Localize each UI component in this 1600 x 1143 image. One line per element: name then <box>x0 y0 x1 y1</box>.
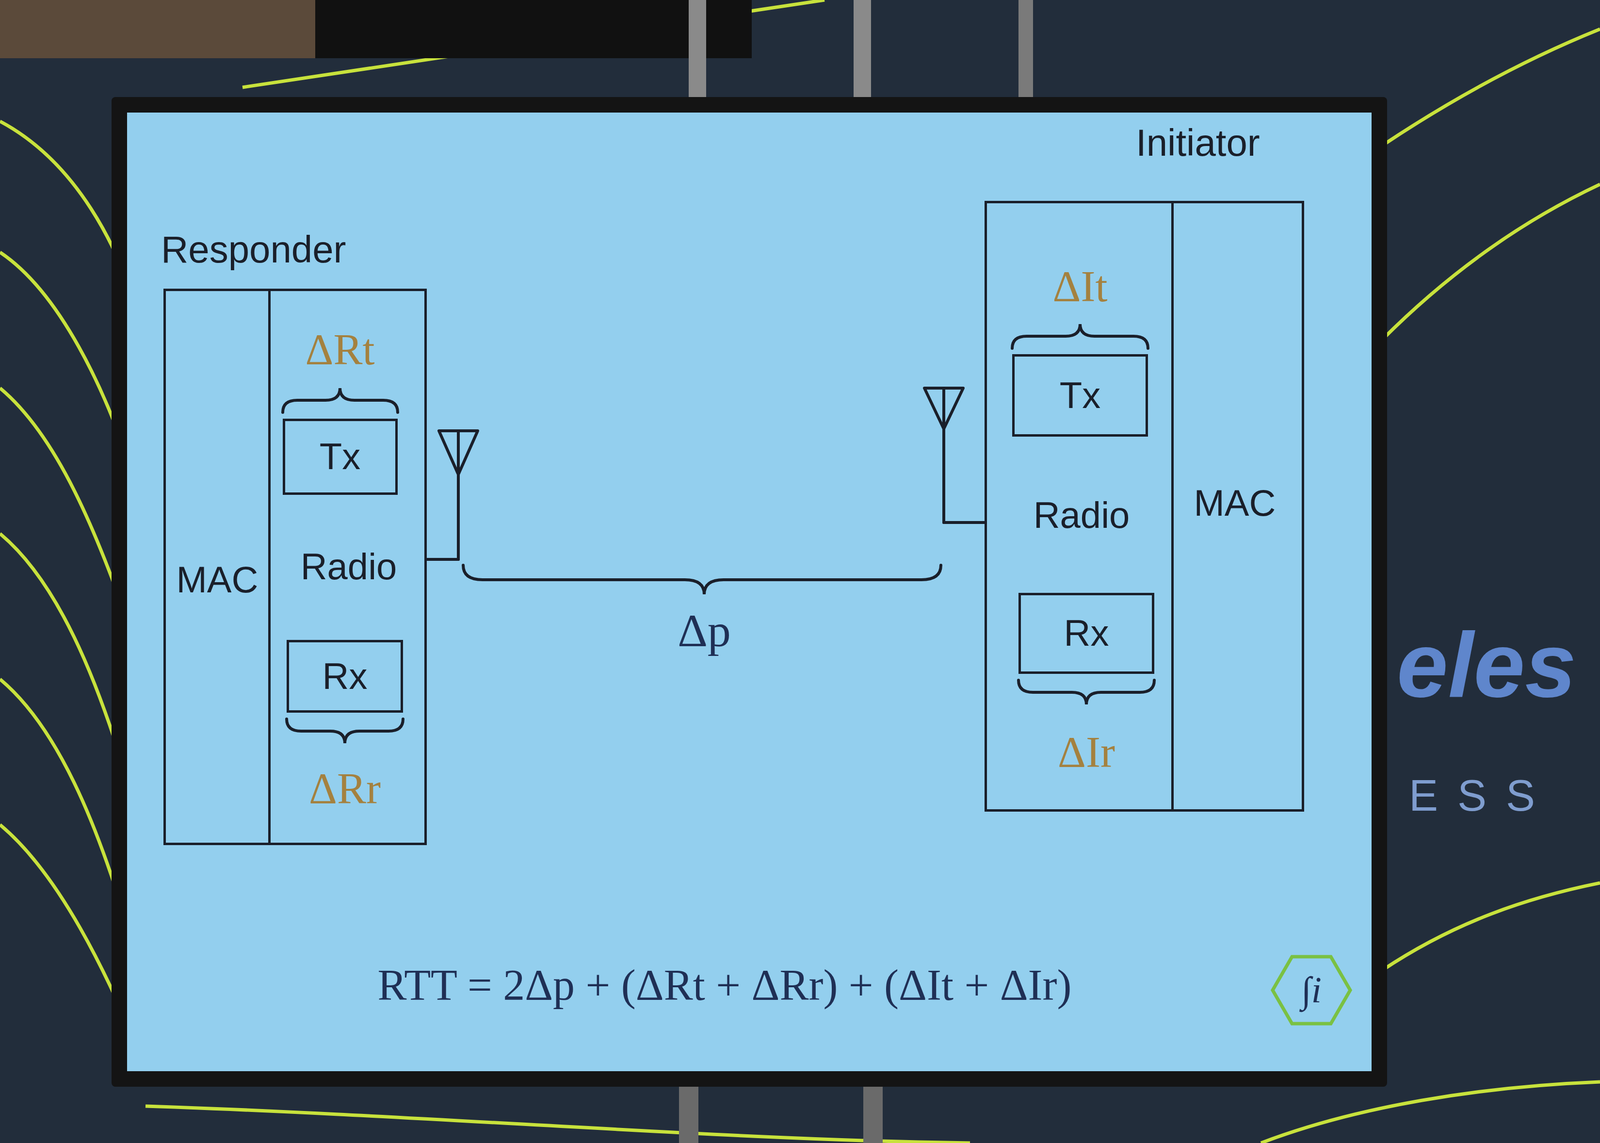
watermark: ESS <box>1408 771 1555 820</box>
block-label: MAC <box>176 559 259 600</box>
curly-brace <box>282 387 398 413</box>
tx-block: Tx <box>1012 354 1148 437</box>
rx-block: Rx <box>1018 592 1155 674</box>
backdrop-curve <box>1382 882 1600 970</box>
tx-block: Tx <box>282 418 398 495</box>
antenna-feed <box>426 557 459 561</box>
curly-brace <box>463 565 941 595</box>
device-box: InitiatorRadioTxRxMAC <box>984 200 1305 812</box>
screen-bezel <box>111 96 1388 1087</box>
truss-pole <box>863 1076 883 1143</box>
block-label: Tx <box>1059 374 1101 416</box>
truss-pole <box>853 0 872 112</box>
block-label: Radio <box>300 546 398 587</box>
block-label: Rx <box>322 655 368 697</box>
backdrop-curve <box>1382 29 1600 146</box>
antenna-stem <box>456 430 460 560</box>
backdrop-curve <box>0 533 127 776</box>
backdrop-curve <box>0 387 131 631</box>
curly-brace <box>1018 679 1155 705</box>
delay-label: ΔRr <box>308 764 381 813</box>
screen <box>127 112 1372 1071</box>
delay-label: ΔIr <box>1057 727 1116 776</box>
backdrop-curve <box>1382 184 1600 340</box>
mac-layer: MAC <box>165 290 271 843</box>
block-label: MAC <box>1194 482 1277 524</box>
block-label: Rx <box>1064 612 1110 654</box>
truss-pole <box>688 0 707 112</box>
propagation-label: Δp <box>677 604 731 657</box>
braces <box>282 323 1155 744</box>
block-label: Tx <box>319 436 361 477</box>
backdrop-curve <box>145 1105 970 1143</box>
antenna-feed <box>943 520 985 524</box>
logo-hexagon <box>1272 956 1351 1024</box>
speaker <box>315 0 752 59</box>
backdrop-curve <box>242 0 825 88</box>
mac-layer: MAC <box>1173 203 1302 809</box>
device-heading: Initiator <box>1135 122 1261 164</box>
device-box: ResponderMACRadioTxRx <box>163 288 427 845</box>
backdrop-curve <box>0 678 127 922</box>
curly-brace <box>286 718 404 744</box>
delay-label: ΔIt <box>1052 262 1108 311</box>
watermark: eles <box>1396 614 1577 716</box>
rx-block: Rx <box>286 639 404 713</box>
antennas <box>426 387 985 560</box>
logo-mark: ∫i <box>1301 969 1322 1011</box>
rtt-equation: RTT = 2Δp + (ΔRt + ΔRr) + (ΔIt + ΔIr) <box>377 960 1072 1009</box>
block-label: Radio <box>1033 494 1131 536</box>
backdrop-curve <box>1260 1081 1600 1143</box>
truss-pole <box>678 1076 699 1143</box>
truss-pole <box>1018 0 1034 112</box>
radio-layer: Radio TxRx <box>270 290 425 843</box>
delay-label: ΔRt <box>305 325 375 374</box>
curly-brace <box>1012 323 1148 349</box>
device-heading: Responder <box>161 228 347 271</box>
antenna-stem <box>942 387 946 523</box>
